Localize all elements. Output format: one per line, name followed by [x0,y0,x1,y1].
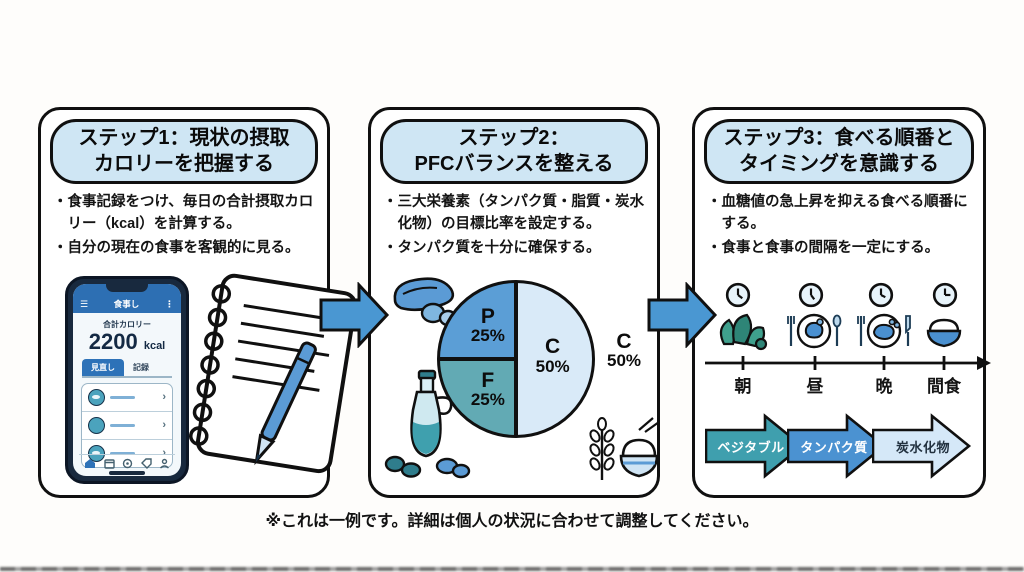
meal-timeline-axis [705,356,991,370]
list-item: › [82,384,172,413]
step2-title-line2: PFCバランスを整える [414,152,614,175]
step1-title-line1: ステップ1：現状の摂取 [78,127,290,149]
order-arrow-vegetable [705,413,805,479]
rice-bowl-icon [926,318,962,348]
calorie-label: 合計カロリー [103,320,151,329]
kebab-menu-icon: ⋮ [165,299,174,309]
phone-app-title: 食事し [113,299,140,309]
phone-screen: ☰ 食事し ⋮ 合計カロリー 2200 kcal 見直し 記録 [73,284,181,476]
tab-inactive: 記録 [133,363,149,373]
step2-bullets: ・三大栄養素（タンパク質・脂質・炭水化物）の目標比率を設定する。 ・タンパク質を… [383,192,651,259]
step1-to-step2-arrow-icon [319,282,390,348]
target-icon [122,458,133,469]
bottom-crop-artifact [0,567,1024,571]
disclaimer-note: ※これは一例です。詳細は個人の状況に合わせて調整してください。 [265,513,759,530]
timeline-label-noon: 昼 [806,377,824,396]
step3-title: ステップ3：食べる順番と タイミングを意識する [704,119,974,185]
phone-tabs: 見直し 記録 [82,359,172,379]
clock-icon [798,282,824,308]
chevron-right-icon: › [162,447,166,460]
home-indicator [109,471,145,475]
step2-to-step3-arrow-icon [647,282,718,348]
step3-bullets: ・血糖値の急上昇を抑える食べる順番にする。 ・食事と食事の間隔を一定にする。 [707,192,977,259]
step2-bullet-1: ・三大栄養素（タンパク質・脂質・炭水化物）の目標比率を設定する。 [383,194,644,232]
step3-bullet-1: ・血糖値の急上昇を抑える食べる順番にする。 [707,194,968,232]
dinner-plate-icon [857,313,911,349]
panel-step3: ステップ3：食べる順番と タイミングを意識する ・血糖値の急上昇を抑える食べる順… [692,107,991,498]
list-item: › [82,440,172,467]
step2-title: ステップ2： PFCバランスを整える [380,119,648,185]
home-icon [85,459,95,468]
clock-icon [932,282,958,308]
wheat-rice-icon [589,417,660,480]
meal-text-lines [110,452,157,456]
order-arrow-protein [787,413,887,479]
step2-title-line1: ステップ2： [458,127,570,149]
calorie-value: 2200 kcal [73,330,181,353]
timeline-label-snack: 間食 [927,377,961,396]
profile-icon [160,458,169,469]
phone-mockup: ☰ 食事し ⋮ 合計カロリー 2200 kcal 見直し 記録 [65,276,189,484]
step1-bullets: ・食事記録をつけ、毎日の合計摂取カロリー（kcal）を計算する。 ・自分の現在の… [53,192,321,259]
tag-icon [140,458,152,469]
menu-icon: ☰ [80,299,89,309]
meal-thumb-icon [88,445,105,463]
pie-divider-vertical [514,283,518,435]
calorie-unit: kcal [143,340,166,352]
clock-icon [725,282,751,308]
order-label-protein: タンパク質 [800,440,868,455]
order-label-vegetable: ベジタブル [717,440,785,455]
meal-thumb-icon [88,389,105,407]
timeline-label-evening: 晩 [875,377,893,396]
meal-text-lines [110,424,157,428]
phone-notch [106,284,148,292]
clock-icon [868,282,894,308]
order-label-carb: 炭水化物 [895,440,950,455]
vegetables-icon [719,313,768,351]
tab-active: 見直し [82,359,124,377]
calorie-number: 2200 [88,329,138,354]
step2-bullet-2: ・タンパク質を十分に確保する。 [383,239,601,256]
phone-bottom-nav [79,454,175,469]
notebook-pen-illustration [189,273,358,474]
step1-title-line2: カロリーを把握する [94,152,274,175]
step3-title-line2: タイミングを意識する [739,152,939,175]
chevron-right-icon: › [162,391,166,404]
step3-bullet-2: ・食事と食事の間隔を一定にする。 [707,239,940,256]
step1-bullet-2: ・自分の現在の食事を客観的に見る。 [53,239,300,256]
step1-bullet-1: ・食事記録をつけ、毎日の合計摂取カロリー（kcal）を計算する。 [53,194,314,232]
oil-bottle-icon [384,369,471,479]
protein-food-icon [393,277,458,327]
timeline-label-morning: 朝 [734,377,752,396]
order-arrow-carb [872,413,972,479]
step3-title-line1: ステップ3：食べる順番と [723,127,955,149]
meal-text-lines [110,396,157,400]
chevron-right-icon: › [162,419,166,432]
pie-divider-horizontal [440,357,516,361]
calendar-icon [103,459,115,469]
meal-thumb-icon [88,417,105,435]
step1-title: ステップ1：現状の摂取 カロリーを把握する [50,119,318,185]
meal-list: › › › [81,383,173,469]
pen-icon [254,341,317,466]
panel-step1: ステップ1：現状の摂取 カロリーを把握する ・食事記録をつけ、毎日の合計摂取カロ… [38,107,358,498]
panel-step2: ステップ2： PFCバランスを整える ・三大栄養素（タンパク質・脂質・炭水化物）… [368,107,660,498]
lunch-plate-icon [787,313,842,349]
list-item: › [82,412,172,441]
